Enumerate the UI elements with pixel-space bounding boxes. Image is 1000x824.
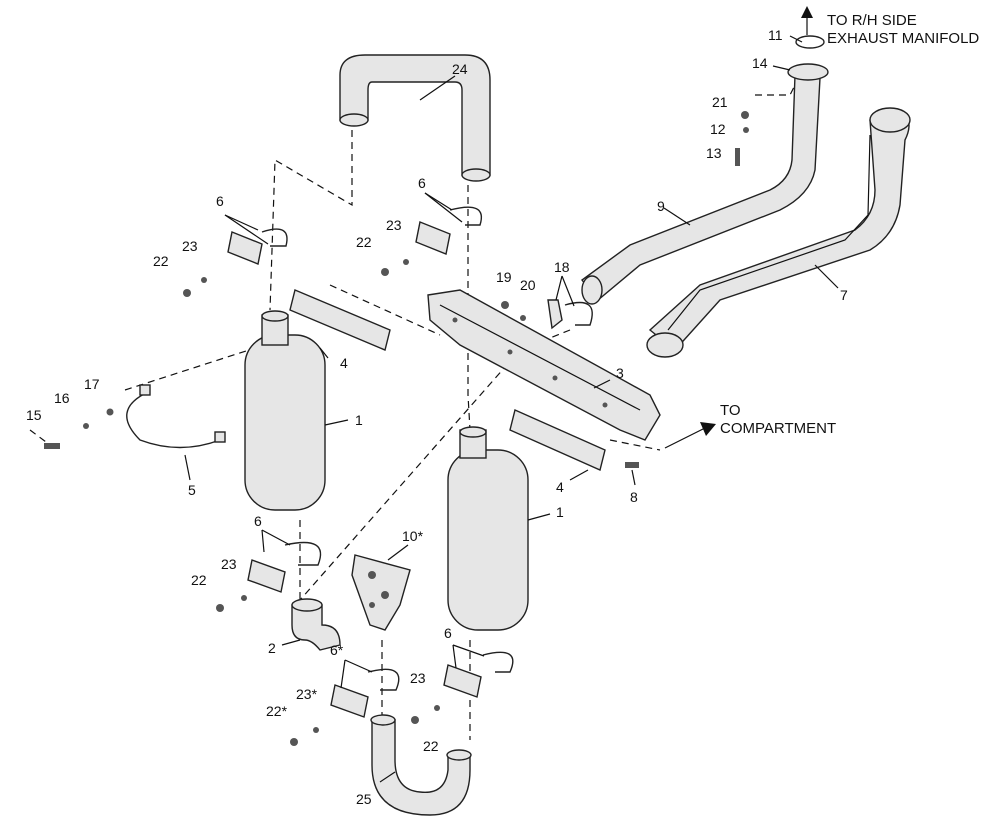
callout-10: 10* — [402, 528, 424, 544]
callout-13: 13 — [706, 145, 722, 161]
callout-12: 12 — [710, 121, 726, 137]
clamp-sets — [227, 206, 514, 718]
muffler-right — [447, 426, 529, 631]
callout-20: 20 — [520, 277, 536, 293]
callout-22d: 22* — [266, 703, 288, 719]
callout-24: 24 — [452, 61, 468, 77]
arrow-up-icon — [801, 6, 813, 18]
callout-8: 8 — [630, 489, 638, 505]
muffler-left — [244, 310, 326, 511]
callout-23b: 23 — [386, 217, 402, 233]
callout-6a: 6 — [216, 193, 224, 209]
elbow-pipe — [291, 598, 341, 651]
callout-19: 19 — [496, 269, 512, 285]
arrow-right-icon — [700, 422, 716, 436]
callout-23a: 23 — [182, 238, 198, 254]
callout-3: 3 — [616, 365, 624, 381]
callout-11: 11 — [768, 27, 783, 43]
callout-6c: 6 — [254, 513, 262, 529]
callout-4b: 4 — [556, 479, 564, 495]
fasteners — [44, 111, 749, 746]
callout-5: 5 — [188, 482, 196, 498]
callout-15: 15 — [26, 407, 42, 423]
callout-18: 18 — [554, 259, 570, 275]
mounting-bracket — [351, 554, 411, 631]
callout-6e: 6 — [444, 625, 452, 641]
callout-14: 14 — [752, 55, 768, 71]
manifold-pipe — [580, 35, 829, 305]
callout-9: 9 — [657, 198, 665, 214]
callout-25: 25 — [356, 791, 372, 807]
leader-lines — [184, 35, 839, 783]
manifold-note-line1: TO R/H SIDE — [827, 12, 917, 29]
callout-1b: 1 — [556, 504, 564, 520]
heat-shielded-pipe — [646, 107, 911, 358]
callout-17: 17 — [84, 376, 100, 392]
callout-23d: 23* — [296, 686, 318, 702]
assembly-dashed-lines — [29, 74, 801, 740]
callout-22a: 22 — [153, 253, 169, 269]
callout-4a: 4 — [340, 355, 348, 371]
callout-6d: 6* — [330, 642, 344, 658]
callout-22e: 22 — [423, 738, 439, 754]
callout-2: 2 — [268, 640, 276, 656]
manifold-note-line2: EXHAUST MANIFOLD — [827, 30, 979, 47]
callout-7: 7 — [840, 287, 848, 303]
direction-arrows — [664, 6, 813, 449]
callout-1a: 1 — [355, 412, 363, 428]
upper-u-pipe — [339, 54, 491, 182]
callout-22b: 22 — [356, 234, 372, 250]
compartment-note-line2: COMPARTMENT — [720, 420, 836, 437]
callout-23c: 23 — [221, 556, 237, 572]
crossmember — [427, 289, 661, 441]
lower-u-pipe — [370, 714, 472, 816]
callout-21: 21 — [712, 94, 728, 110]
callout-23e: 23 — [410, 670, 426, 686]
callout-6b: 6 — [418, 175, 426, 191]
callout-16: 16 — [54, 390, 70, 406]
muffler-strap — [126, 384, 226, 449]
callout-22c: 22 — [191, 572, 207, 588]
saddle-brackets — [289, 289, 606, 471]
compartment-note-line1: TO — [720, 402, 741, 419]
